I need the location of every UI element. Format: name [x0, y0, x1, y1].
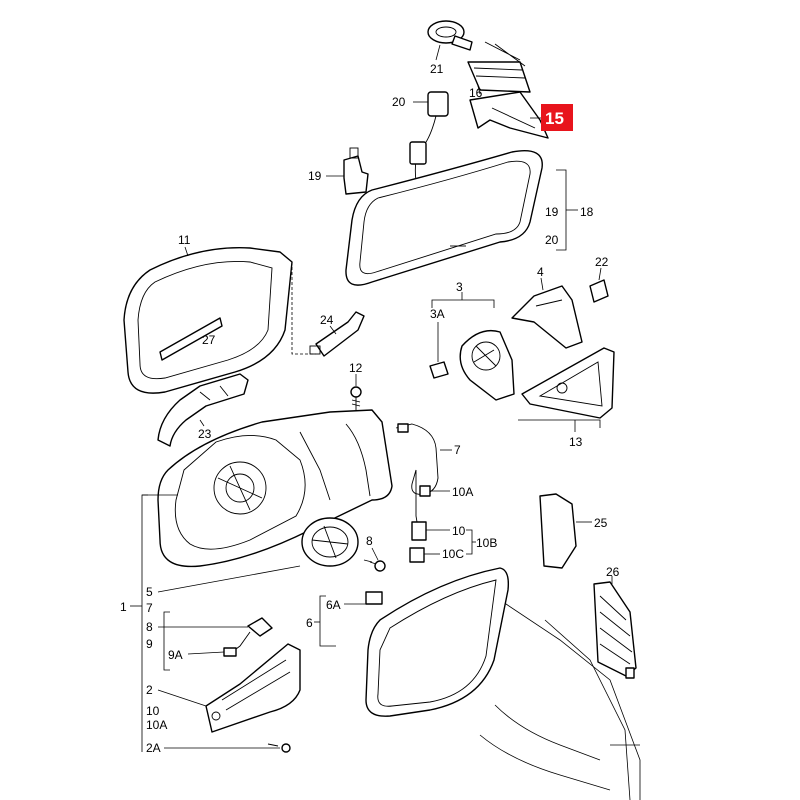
callout-8-list: 8 — [146, 620, 153, 634]
part-8-screw — [363, 559, 386, 572]
callout-19-bracket: 19 — [545, 205, 559, 219]
part-13-triangle-cover — [521, 347, 615, 419]
callout-26: 26 — [606, 565, 620, 579]
part-24-turn-signal — [309, 311, 365, 357]
part-3A-clip — [429, 361, 449, 379]
callout-10B: 10B — [476, 536, 497, 550]
part-9A-wire — [223, 617, 273, 657]
callout-3A: 3A — [430, 307, 445, 321]
callout-7-list: 7 — [146, 601, 153, 615]
callout-11: 11 — [178, 233, 191, 247]
part-5-motor — [301, 517, 359, 567]
callout-16: 16 — [469, 86, 483, 100]
callout-6A: 6A — [326, 598, 341, 612]
callout-4: 4 — [537, 265, 544, 279]
part-4-inner-cover — [511, 285, 583, 349]
part-6-mirror-glass — [365, 567, 510, 717]
callout-27: 27 — [202, 333, 216, 347]
part-3-adjuster — [459, 329, 515, 401]
callout-10-list: 10 — [146, 704, 160, 718]
callout-9A: 9A — [168, 648, 183, 662]
callout-24: 24 — [320, 313, 334, 327]
callout-6: 6 — [306, 616, 313, 630]
callout-20: 20 — [392, 95, 406, 109]
door-outline — [479, 599, 641, 800]
part-11-mirror-housing-cap — [123, 246, 293, 394]
part-6A-clip — [365, 591, 383, 605]
callout-10A-list: 10A — [146, 718, 167, 732]
callout-22: 22 — [595, 255, 609, 269]
part-12-screw — [350, 386, 362, 410]
part-21-sensor — [427, 20, 473, 51]
part-26-seal — [593, 581, 637, 679]
callout-13: 13 — [569, 435, 583, 449]
callout-20-bracket: 20 — [545, 233, 559, 247]
callout-8: 8 — [366, 534, 373, 548]
part-16-cover — [467, 41, 531, 93]
callout-3: 3 — [456, 280, 463, 294]
callout-12: 12 — [349, 361, 363, 375]
callout-19: 19 — [308, 169, 322, 183]
callout-1: 1 — [120, 600, 127, 614]
callout-10: 10 — [452, 524, 466, 538]
callout-10A: 10A — [452, 485, 473, 499]
callout-7: 7 — [454, 443, 461, 457]
part-25-cover — [539, 493, 577, 569]
part-15-trim-cover — [469, 91, 549, 139]
highlight-callout-15-box — [541, 104, 573, 131]
callout-2A: 2A — [146, 741, 161, 755]
part-2-lower-housing — [205, 643, 301, 733]
part-10C-connector — [409, 547, 425, 563]
part-2A-screw — [267, 743, 291, 753]
part-19-clip — [343, 147, 369, 195]
part-10-connector — [411, 521, 427, 541]
callout-21: 21 — [430, 62, 444, 76]
callout-18: 18 — [580, 205, 594, 219]
part-7-cable — [395, 423, 439, 529]
interior-rear-view-mirror — [345, 150, 543, 286]
callout-23: 23 — [198, 427, 212, 441]
highlight-callout-15: 15 — [545, 109, 564, 128]
callout-2: 2 — [146, 683, 153, 697]
part-22-clip — [589, 279, 609, 303]
part-23-bracket — [157, 373, 249, 447]
callout-10C: 10C — [442, 547, 464, 561]
part-1-mirror-body — [157, 409, 393, 568]
callout-25: 25 — [594, 516, 608, 530]
callout-9: 9 — [146, 637, 153, 651]
callout-5: 5 — [146, 585, 153, 599]
part-20-wire-connector — [409, 91, 449, 193]
